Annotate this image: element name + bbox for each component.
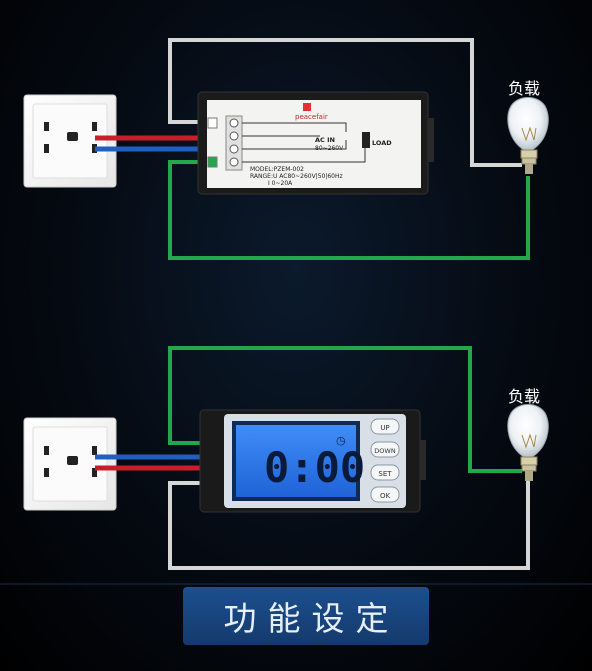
ok-button-label: OK (380, 492, 391, 500)
top-green-wire (168, 160, 530, 260)
set-button[interactable]: SET (370, 464, 400, 481)
ac-in-label: AC IN (315, 136, 335, 144)
bottom-wall-socket (23, 417, 117, 511)
top-power-meter-module: peacefair AC IN 80~260V LOAD MODEL:PZEM-… (197, 91, 434, 195)
bottom-load-label: 负载 (508, 387, 540, 406)
bottom-diagram: ◷ 0:00 UP DOWN SET OK 负载 (23, 346, 549, 570)
voltage-range-label: 80~260V (315, 145, 344, 152)
set-button-label: SET (378, 470, 392, 478)
down-button[interactable]: DOWN (370, 441, 400, 458)
top-wall-socket (23, 94, 117, 188)
bottom-green-wire (168, 346, 522, 473)
model-label: MODEL:PZEM-002 (250, 166, 304, 173)
lcd-value: 0:00 (264, 443, 365, 492)
up-button[interactable]: UP (370, 418, 400, 435)
down-button-label: DOWN (374, 447, 396, 455)
load-label: LOAD (372, 139, 392, 147)
top-diagram: peacefair AC IN 80~260V LOAD MODEL:PZEM-… (23, 38, 549, 260)
clock-icon: ◷ (336, 434, 346, 447)
top-light-bulb-icon (507, 97, 549, 174)
lcd-screen (236, 425, 356, 497)
bottom-lcd-meter-module: ◷ 0:00 (199, 409, 426, 513)
up-button-label: UP (380, 424, 389, 432)
range-label: RANGE:U AC80~260V|50|60Hz (250, 173, 343, 180)
brand-logo-icon (303, 103, 311, 111)
section-title-banner: 功能设定 (183, 587, 429, 645)
ok-button[interactable]: OK (370, 486, 400, 503)
section-title: 功能设定 (223, 599, 400, 638)
top-load-label: 负载 (508, 79, 540, 98)
bottom-light-bulb-icon (507, 404, 549, 481)
brand-text: peacefair (295, 113, 328, 121)
current-label: I 0~20A (268, 180, 293, 187)
bottom-white-wire (168, 480, 530, 570)
top-white-wire (168, 38, 522, 167)
